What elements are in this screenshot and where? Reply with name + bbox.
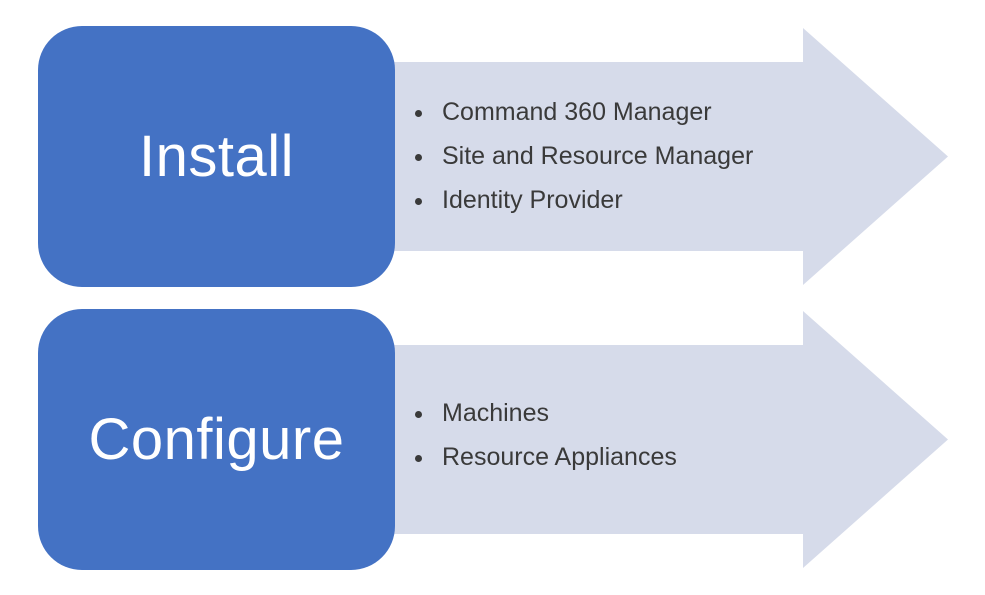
bullet-list-install: Command 360 Manager Site and Resource Ma…: [412, 90, 753, 222]
step-box-configure: Configure: [38, 309, 395, 570]
right-arrow-shape: [348, 28, 948, 285]
diagram-row-install: Install Command 360 Manager Site and Res…: [0, 26, 985, 287]
bullet-item: Command 360 Manager: [436, 90, 753, 134]
right-arrow-icon: [348, 28, 948, 285]
bullet-item: Machines: [436, 391, 677, 435]
diagram-row-configure: Configure Machines Resource Appliances: [0, 309, 985, 570]
step-box-install: Install: [38, 26, 395, 287]
bullet-item: Resource Appliances: [436, 435, 677, 479]
right-arrow-shape: [348, 311, 948, 568]
step-label: Install: [138, 124, 294, 189]
bullet-item: Identity Provider: [436, 178, 753, 222]
bullet-item: Site and Resource Manager: [436, 134, 753, 178]
step-label: Configure: [88, 407, 345, 472]
right-arrow-icon: [348, 311, 948, 568]
bullet-list-configure: Machines Resource Appliances: [412, 391, 677, 479]
